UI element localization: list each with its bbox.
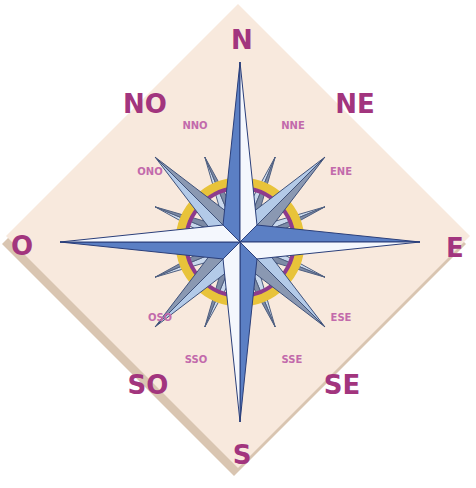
cardinal-point xyxy=(240,242,257,422)
main-direction-label: N xyxy=(231,27,253,53)
main-direction-label: O xyxy=(11,233,33,259)
minor-direction-label: ONO xyxy=(137,167,162,177)
compass-star xyxy=(60,62,420,422)
minor-direction-label: SSO xyxy=(185,355,207,365)
minor-direction-label: NNO xyxy=(182,121,207,131)
minor-direction-label: ESE xyxy=(331,313,352,323)
main-direction-label: SO xyxy=(128,372,169,398)
diamond-ground xyxy=(6,4,470,468)
cardinal-point xyxy=(240,242,420,259)
main-direction-label: S xyxy=(233,442,252,468)
cardinal-point xyxy=(240,62,257,242)
main-direction-label: E xyxy=(446,235,464,261)
cardinal-point xyxy=(240,225,420,242)
minor-direction-label: OSO xyxy=(148,313,172,323)
minor-direction-label: ENE xyxy=(330,167,352,177)
minor-direction-label: SSE xyxy=(282,355,303,365)
cardinal-point xyxy=(60,225,240,242)
cardinal-point xyxy=(60,242,240,259)
main-direction-label: NE xyxy=(335,91,375,117)
cardinal-point xyxy=(223,62,240,242)
cardinal-point xyxy=(223,242,240,422)
main-direction-label: SE xyxy=(324,372,361,398)
main-direction-label: NO xyxy=(123,91,167,117)
minor-direction-label: NNE xyxy=(281,121,305,131)
